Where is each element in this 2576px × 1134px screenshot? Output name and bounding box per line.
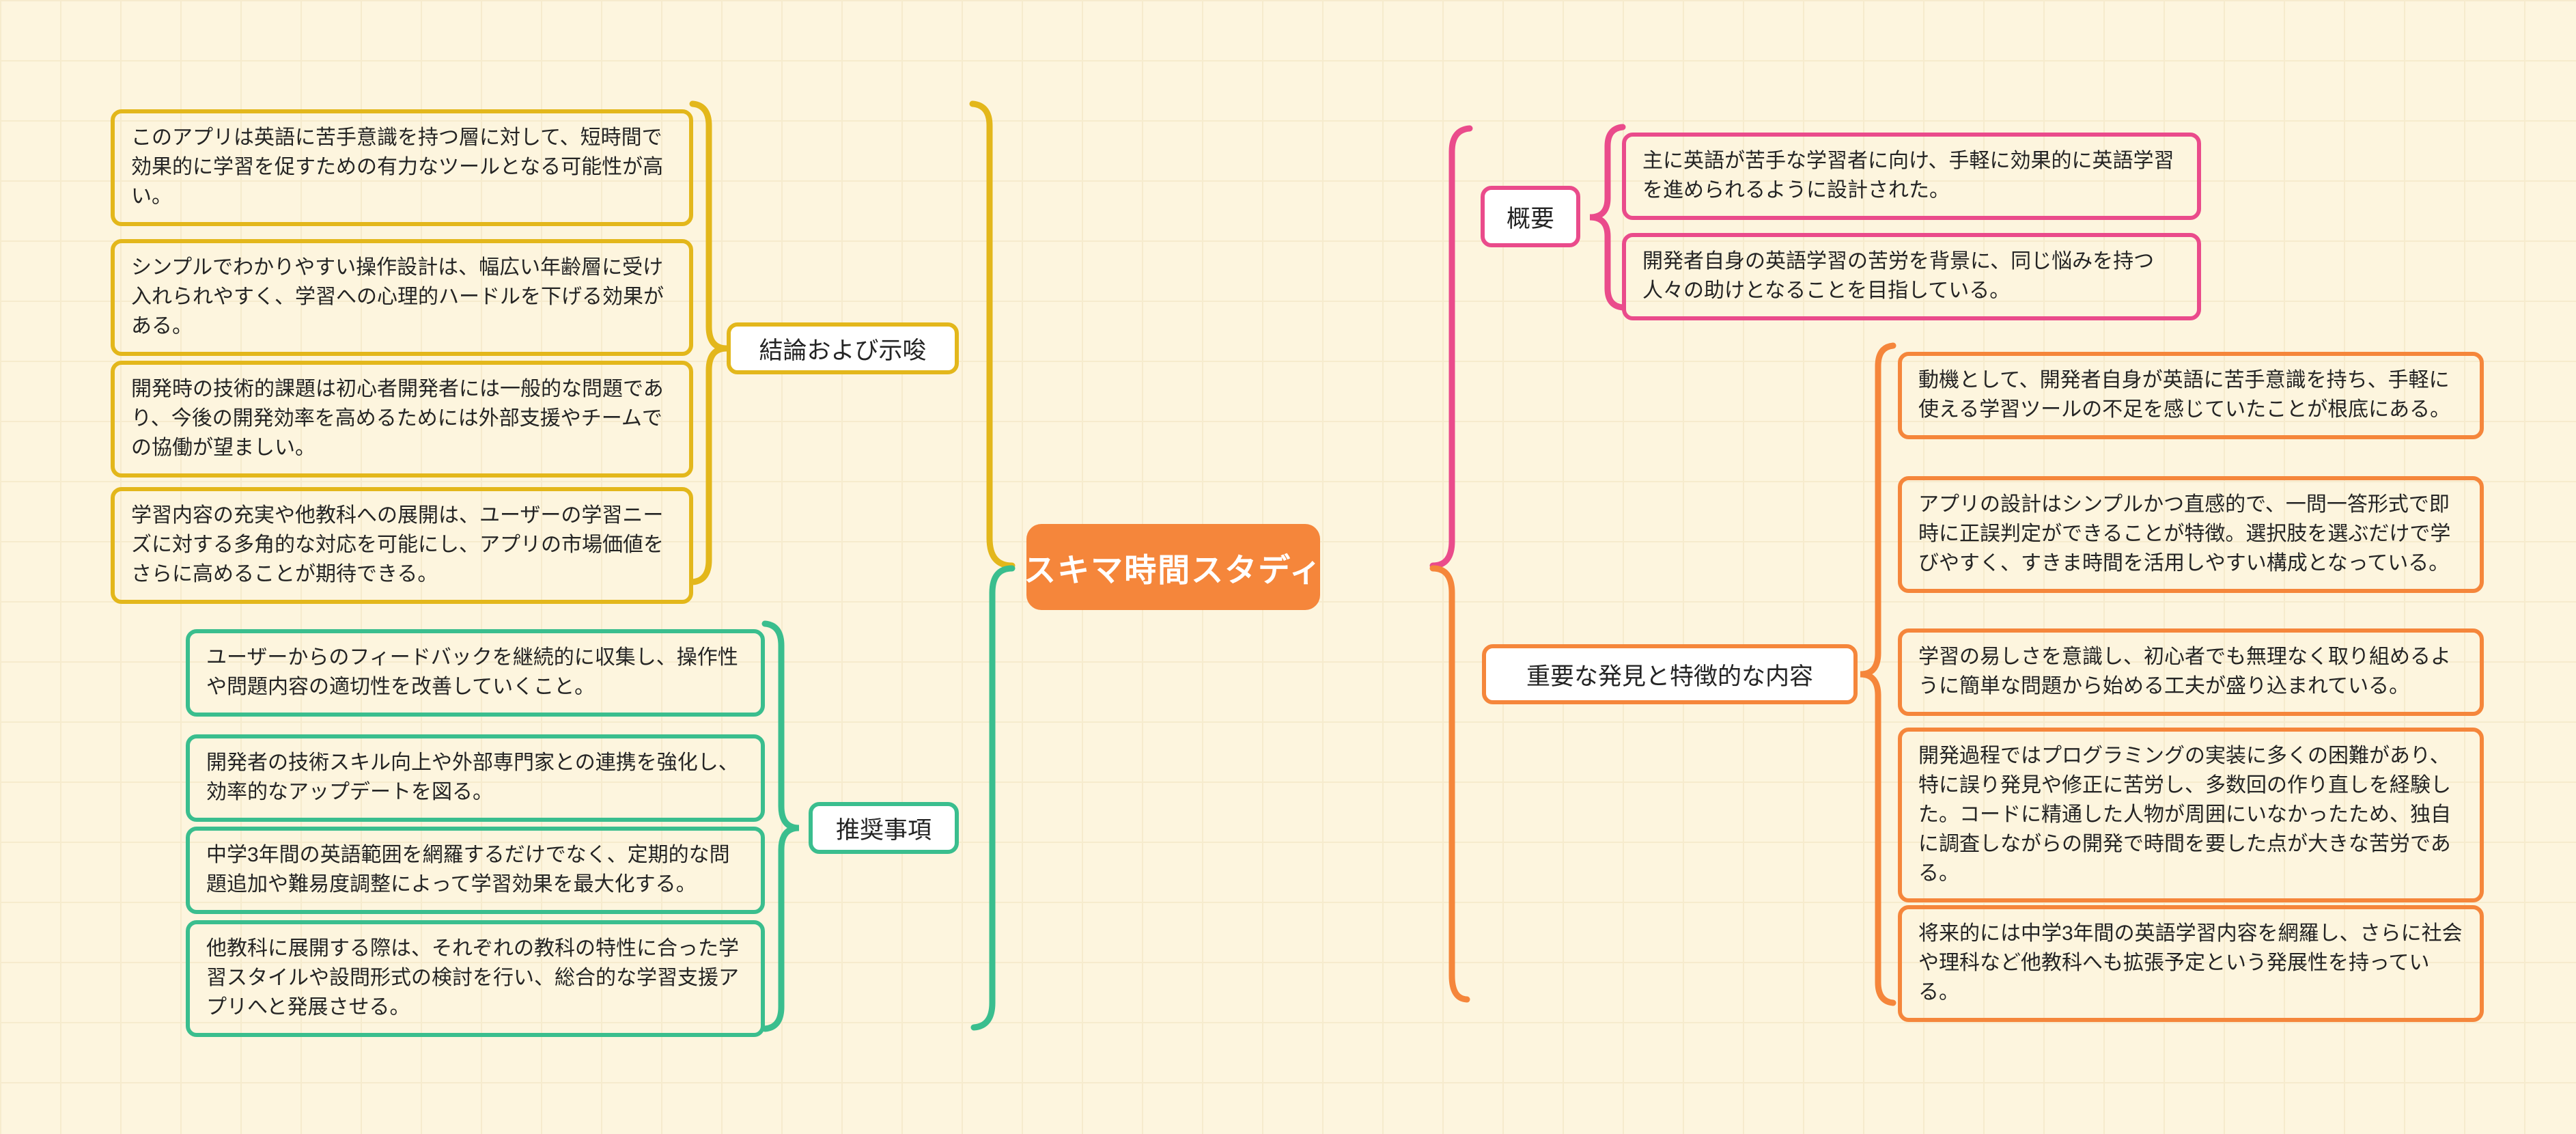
note-node[interactable]: 主に英語が苦手な学習者に向け、手軽に効果的に英語学習を進められるように設計された… [1622,133,2201,220]
branch-label-recommendations[interactable]: 推奨事項 [809,802,959,854]
note-node[interactable]: このアプリは英語に苦手意識を持つ層に対して、短時間で効果的に学習を促すための有力… [111,109,693,226]
note-node[interactable]: 将来的には中学3年間の英語学習内容を網羅し、さらに社会や理科など他教科へも拡張予… [1898,905,2484,1022]
note-node[interactable]: 開発者自身の英語学習の苦労を背景に、同じ悩みを持つ人々の助けとなることを目指して… [1622,233,2201,320]
child-brace-overview [1589,124,1626,311]
parent-brace-findings [1429,565,1470,1003]
note-node[interactable]: ユーザーからのフィードバックを継続的に収集し、操作性や問題内容の適切性を改善して… [186,629,765,717]
branch-label-findings[interactable]: 重要な発見と特徴的な内容 [1482,644,1858,704]
note-node[interactable]: 動機として、開発者自身が英語に苦手意識を持ち、手軽に使える学習ツールの不足を感じ… [1898,352,2484,439]
central-topic-node[interactable]: スキマ時間スタディ [1024,524,1321,610]
note-node[interactable]: シンプルでわかりやすい操作設計は、幅広い年齢層に受け入れられやすく、学習への心理… [111,239,693,356]
note-node[interactable]: 開発者の技術スキル向上や外部専門家との連携を強化し、効率的なアップデートを図る。 [186,734,765,822]
note-node[interactable]: 開発時の技術的課題は初心者開発者には一般的な問題であり、今後の開発効率を高めるた… [111,361,693,478]
parent-brace-overview [1429,125,1473,569]
note-node[interactable]: 中学3年間の英語範囲を網羅するだけでなく、定期的な問題追加や難易度調整によって学… [186,827,765,914]
branch-label-overview[interactable]: 概要 [1481,186,1580,247]
note-node[interactable]: 学習内容の充実や他教科への展開は、ユーザーの学習ニーズに対する多角的な対応を可能… [111,487,693,604]
child-brace-recommendations [761,620,800,1032]
note-node[interactable]: 他教科に展開する際は、それぞれの教科の特性に合った学習スタイルや設問形式の検討を… [186,920,765,1037]
child-brace-findings [1860,342,1896,1006]
parent-brace-recommendations [970,565,1016,1031]
note-node[interactable]: 学習の易しさを意識し、初心者でも無理なく取り組めるように簡単な問題から始める工夫… [1898,628,2484,716]
child-brace-conclusions [689,100,727,585]
parent-brace-conclusions [969,100,1016,569]
note-node[interactable]: アプリの設計はシンプルかつ直感的で、一問一答形式で即時に正誤判定ができることが特… [1898,476,2484,593]
branch-label-conclusions[interactable]: 結論および示唆 [727,322,959,374]
note-node[interactable]: 開発過程ではプログラミングの実装に多くの困難があり、特に誤り発見や修正に苦労し、… [1898,728,2484,903]
